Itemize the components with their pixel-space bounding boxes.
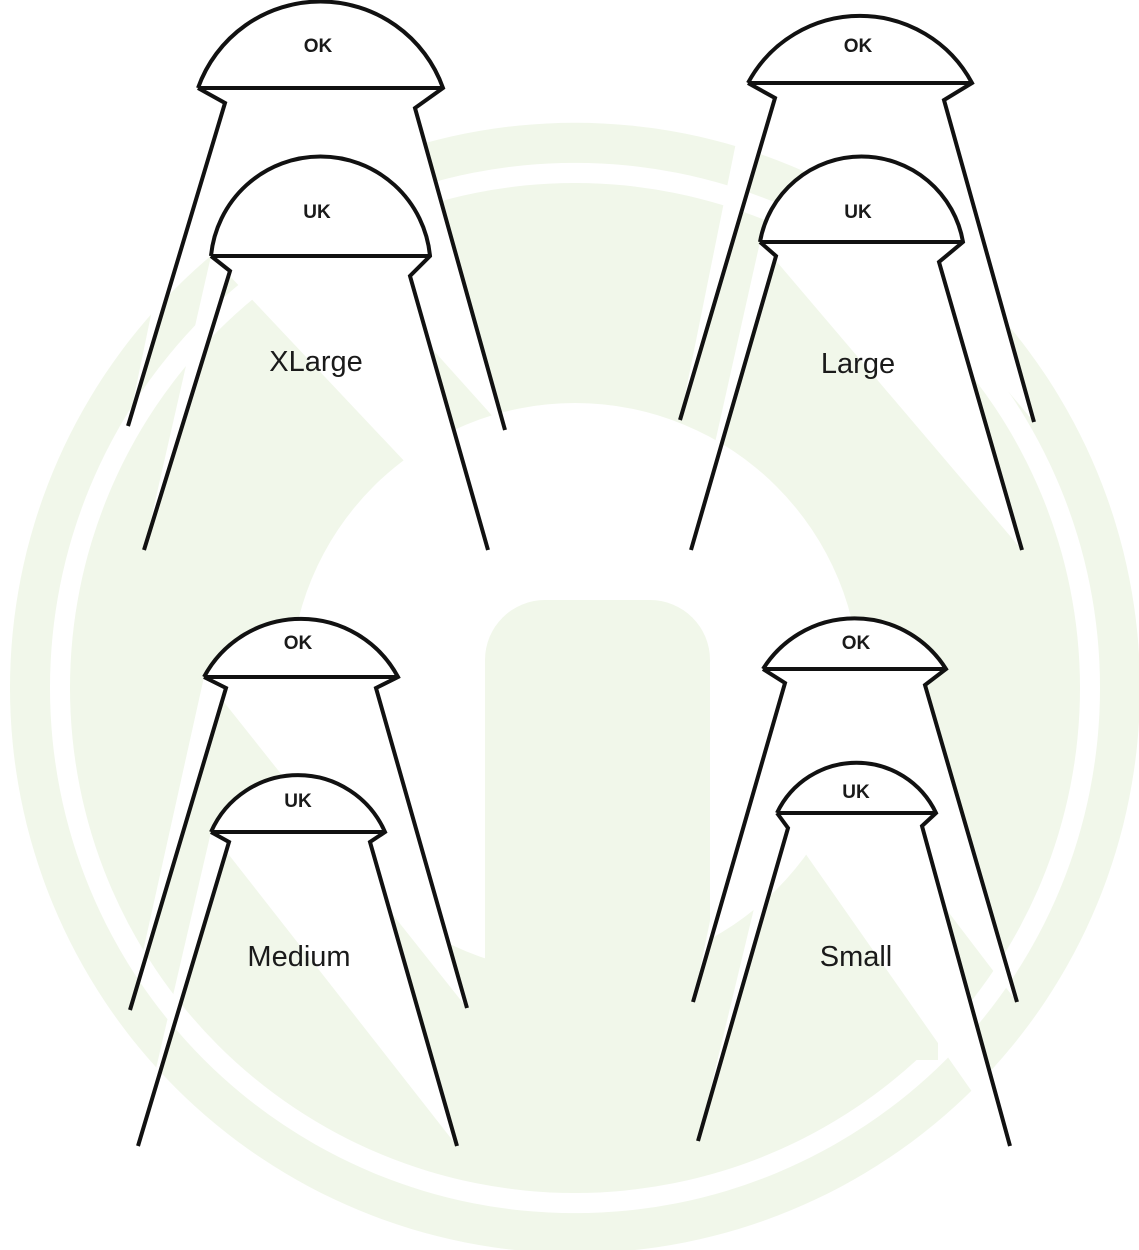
size-label: XLarge xyxy=(269,346,363,378)
outer-dome-label: OK xyxy=(304,36,333,57)
outer-dome-label: OK xyxy=(842,633,871,654)
size-label: Small xyxy=(820,941,893,973)
size-label: Large xyxy=(821,348,895,380)
outer-dome-label: OK xyxy=(844,36,873,57)
size-label: Medium xyxy=(247,941,350,973)
inner-dome-label: UK xyxy=(842,782,870,803)
inner-dome-label: UK xyxy=(844,202,872,223)
inner-dome-label: UK xyxy=(284,791,312,812)
inner-dome-label: UK xyxy=(303,202,331,223)
outer-dome-label: OK xyxy=(284,633,313,654)
watermark-bar-left xyxy=(485,600,710,1120)
